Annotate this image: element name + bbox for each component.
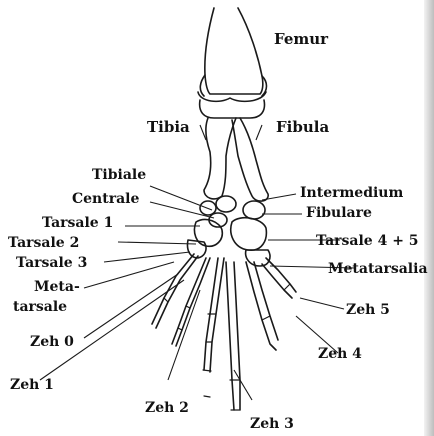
label-centrale: Centrale [72, 192, 139, 206]
label-fibulare: Fibulare [306, 206, 372, 220]
phalanx-joints [164, 284, 290, 410]
label-tarsale-1: Tarsale 1 [42, 216, 113, 230]
label-intermedium: Intermedium [300, 186, 403, 200]
label-zeh-0: Zeh 0 [30, 335, 74, 349]
tibia-bone [204, 118, 236, 199]
label-tibiale: Tibiale [92, 168, 146, 182]
label-tarsale: tarsale [13, 300, 67, 314]
label-tarsale-2: Tarsale 2 [8, 236, 79, 250]
label-zeh-1: Zeh 1 [10, 378, 54, 392]
femur-bone [200, 8, 266, 96]
label-fibula: Fibula [276, 120, 329, 135]
label-zeh-5: Zeh 5 [346, 303, 390, 317]
knee-joint [198, 92, 266, 118]
label-tarsale-3: Tarsale 3 [16, 256, 87, 270]
tarsal-bones [187, 196, 269, 266]
label-zeh-4: Zeh 4 [318, 347, 362, 361]
label-metatarsalia: Metatarsalia [328, 262, 428, 276]
label-meta: Meta- [34, 280, 80, 294]
label-zeh-3: Zeh 3 [250, 417, 294, 431]
label-tarsale-4-5: Tarsale 4 + 5 [316, 234, 419, 248]
label-tibia: Tibia [147, 120, 190, 135]
fibula-bone [232, 118, 268, 201]
label-femur: Femur [274, 32, 328, 47]
label-zeh-2: Zeh 2 [145, 401, 189, 415]
